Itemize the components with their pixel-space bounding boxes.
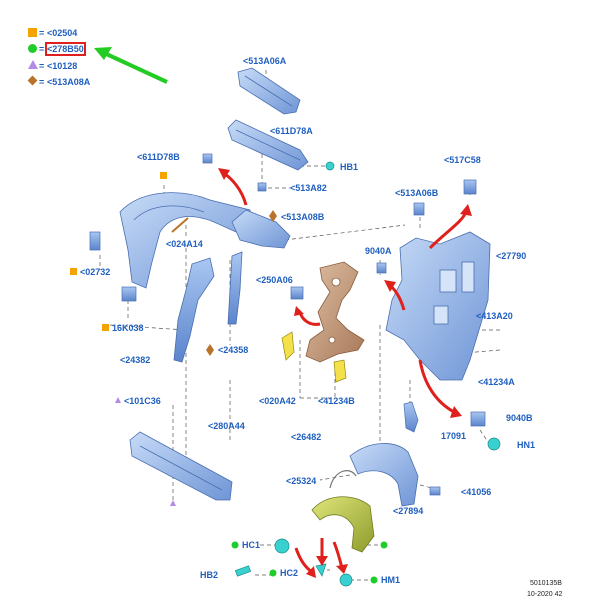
callout-symbols — [70, 172, 388, 584]
label-hc2: HC2 — [280, 568, 299, 578]
legend-equals: = — [39, 61, 45, 71]
wheel-liner — [311, 496, 375, 553]
label-17091: 17091 — [441, 431, 467, 441]
label-hb1: HB1 — [340, 162, 359, 172]
rail-611D78A — [227, 119, 309, 171]
label-513A08B: <513A08B — [281, 212, 325, 222]
purple-triangle-icon — [28, 60, 38, 69]
orange-square-icon — [28, 28, 37, 37]
rail-513A06A — [237, 67, 301, 115]
junction-bracket — [231, 209, 291, 249]
legend-label-10128: <10128 — [47, 61, 78, 71]
legend-equals: = — [39, 28, 45, 38]
label-513A06B: <513A06B — [395, 188, 439, 198]
label-611D78B: <611D78B — [137, 152, 180, 162]
wheelhouse-inner-panel — [119, 192, 253, 289]
yellow-clips — [281, 331, 347, 383]
green-circle-icon — [28, 44, 37, 53]
label-020A42: <020A42 — [259, 396, 296, 406]
label-hn1: HN1 — [517, 440, 536, 450]
green-pointer-arrow — [94, 47, 168, 84]
label-hb2: HB2 — [200, 570, 219, 580]
legend-equals: = — [39, 77, 45, 87]
label-41234B: <41234B — [318, 396, 355, 406]
label-25324: <25324 — [286, 476, 317, 486]
label-02732: <02732 — [80, 267, 111, 277]
label-hc1: HC1 — [242, 540, 261, 550]
label-41056: <41056 — [461, 487, 492, 497]
label-513A82: <513A82 — [290, 183, 327, 193]
small-brackets — [89, 153, 486, 496]
screw-024A14 — [171, 217, 189, 233]
legend-equals: = — [39, 44, 45, 54]
b-pillar-27790 — [385, 231, 491, 381]
label-41234A: <41234A — [478, 377, 515, 387]
label-024A14: <024A14 — [166, 239, 203, 249]
cyan-fasteners — [234, 161, 501, 587]
legend-label-278B50: <278B50 — [45, 42, 86, 56]
legend-label-513A08A: <513A08A — [47, 77, 91, 87]
pillar-24358 — [227, 251, 243, 325]
legend-label-02504: <02504 — [47, 28, 78, 38]
label-413A20: <413A20 — [476, 311, 513, 321]
label-24382: <24382 — [120, 355, 151, 365]
label-517C58: <517C58 — [444, 155, 481, 165]
wheel-arch-27894 — [349, 443, 419, 507]
label-101C36: <101C36 — [124, 396, 161, 406]
label-26482: <26482 — [291, 432, 322, 442]
sill-reinforcement — [129, 431, 233, 501]
bracket-26482 — [305, 261, 365, 363]
label-250A06: <250A06 — [256, 275, 293, 285]
label-16K038: 16K038 — [112, 323, 144, 333]
label-611D78A: <611D78A — [270, 126, 313, 136]
label-9040A: 9040A — [365, 246, 392, 256]
pillar-24382 — [173, 257, 215, 363]
label-280A44: <280A44 — [208, 421, 245, 431]
wire-25324 — [329, 470, 357, 489]
label-27894: <27894 — [393, 506, 424, 516]
label-hm1: HM1 — [381, 575, 401, 585]
label-9040B: 9040B — [506, 413, 533, 423]
label-24358: <24358 — [218, 345, 249, 355]
diagram-code: 5010135B — [530, 580, 562, 587]
red-arrow-heads — [218, 168, 472, 578]
label-513A06A: <513A06A — [243, 56, 287, 66]
diagram-date: 10-2020 42 — [527, 591, 563, 598]
label-27790: <27790 — [496, 251, 527, 261]
bracket-17091 — [403, 401, 419, 433]
